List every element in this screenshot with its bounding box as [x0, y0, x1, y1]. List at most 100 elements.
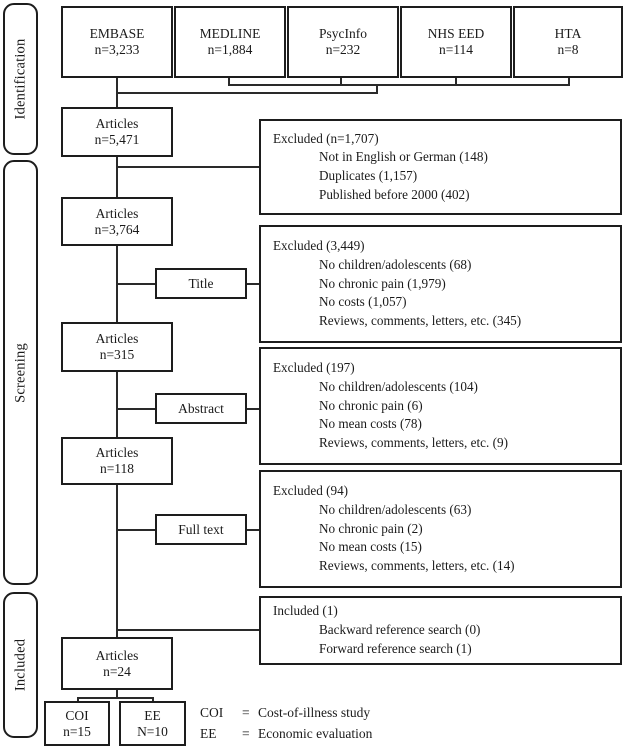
inclusion-head: Included (1): [273, 603, 338, 619]
source-count-hta: n=8: [557, 42, 579, 57]
inclusion-reason-2: Forward reference search (1): [319, 640, 472, 656]
outcome-label-coi: COI: [65, 707, 89, 723]
exclusion-4-reason-1: No children/adolescents (63): [319, 501, 472, 517]
filter-label-abstract: Abstract: [178, 400, 224, 416]
flow-box-articles-315: Articles n=315: [61, 322, 173, 372]
exclusion-4-head: Excluded (94): [273, 483, 349, 499]
connector-hta-drop: [568, 78, 570, 86]
legend-abbr-ee: EE: [200, 725, 217, 741]
flow-count-articles-3764: n=3,764: [94, 221, 140, 237]
exclusion-box-3: Excluded (197) No children/adolescents (…: [259, 347, 622, 465]
exclusion-1-reason-3: Published before 2000 (402): [319, 186, 470, 202]
exclusion-3-reason-3: No mean costs (78): [319, 416, 422, 432]
connector-sources-bar-right-drop: [376, 84, 378, 94]
exclusion-2-head: Excluded (3,449): [273, 238, 365, 254]
exclusion-3-reason-2: No chronic pain (6): [319, 397, 423, 413]
filter-box-abstract: Abstract: [155, 393, 247, 424]
exclusion-3-reason-4: Reviews, comments, letters, etc. (9): [319, 435, 508, 451]
flow-box-articles-3764: Articles n=3,764: [61, 197, 173, 246]
source-count-nhs-eed: n=114: [438, 42, 474, 57]
source-count-embase: n=3,233: [94, 42, 140, 57]
inclusion-box: Included (1) Backward reference search (…: [259, 596, 622, 665]
legend-equals-ee: =: [242, 725, 250, 741]
source-name-embase: EMBASE: [89, 26, 145, 42]
source-name-nhs-eed: NHS EED: [427, 26, 485, 42]
connector-psycinfo-drop: [340, 78, 342, 86]
exclusion-2-reason-2: No chronic pain (1,979): [319, 275, 446, 291]
connector-branch-abstract-out: [246, 408, 261, 410]
exclusion-box-4: Excluded (94) No children/adolescents (6…: [259, 470, 622, 588]
outcome-label-ee: EE: [144, 707, 161, 723]
source-count-psycinfo: n=232: [325, 42, 361, 57]
flow-count-articles-315: n=315: [99, 347, 135, 362]
connector-spine-5471-3764: [116, 155, 118, 199]
flow-label-articles-24: Articles: [95, 647, 139, 663]
source-name-hta: HTA: [554, 26, 582, 42]
stage-label-included: Included: [3, 592, 38, 738]
exclusion-1-head: Excluded (n=1,707): [273, 130, 379, 146]
source-box-medline: MEDLINE n=1,884: [174, 6, 286, 78]
exclusion-3-reason-1: No children/adolescents (104): [319, 378, 478, 394]
connector-branch-included: [116, 629, 261, 631]
legend: COI = Cost-of-illness study EE = Economi…: [200, 703, 372, 745]
exclusion-2-reason-1: No children/adolescents (68): [319, 256, 472, 272]
connector-coi-drop: [77, 697, 79, 703]
legend-abbr-coi: COI: [200, 705, 224, 720]
connector-nhseed-drop: [455, 78, 457, 86]
legend-definition-coi: Cost-of-illness study: [258, 705, 371, 720]
filter-label-full-text: Full text: [178, 521, 224, 537]
flow-box-articles-5471: Articles n=5,471: [61, 107, 173, 157]
connector-spine-315-118: [116, 370, 118, 440]
legend-row-coi: COI = Cost-of-illness study: [200, 703, 372, 724]
flow-label-articles-3764: Articles: [95, 205, 139, 221]
connector-coi-ee-bar: [77, 697, 154, 699]
filter-box-full-text: Full text: [155, 514, 247, 545]
flow-count-articles-118: n=118: [99, 461, 135, 476]
connector-branch-title-in: [116, 283, 157, 285]
connector-branch-title-out: [246, 283, 261, 285]
flow-label-articles-118: Articles: [95, 445, 139, 461]
source-count-medline: n=1,884: [207, 42, 253, 57]
flow-count-articles-24: n=24: [103, 663, 131, 679]
connector-spine-118-24: [116, 483, 118, 639]
exclusion-4-reason-4: Reviews, comments, letters, etc. (14): [319, 558, 515, 574]
connector-branch-fulltext-out: [246, 529, 261, 531]
legend-row-ee: EE = Economic evaluation: [200, 724, 372, 745]
stage-label-screening-text: Screening: [12, 342, 28, 403]
connector-medline-drop: [228, 78, 230, 86]
outcome-box-ee: EE N=10: [119, 701, 186, 746]
source-box-embase: EMBASE n=3,233: [61, 6, 173, 78]
filter-label-title: Title: [188, 275, 214, 291]
source-box-nhs-eed: NHS EED n=114: [400, 6, 512, 78]
source-name-psycinfo: PsycInfo: [319, 26, 367, 42]
connector-branch-fulltext-in: [116, 529, 157, 531]
connector-spine-to-5471: [116, 92, 118, 108]
connector-sources-bar-upper: [228, 84, 570, 86]
filter-box-title: Title: [155, 268, 247, 299]
connector-sources-bar-lower: [116, 92, 378, 94]
legend-equals-coi: =: [242, 705, 250, 720]
exclusion-box-1: Excluded (n=1,707) Not in English or Ger…: [259, 119, 622, 215]
outcome-box-coi: COI n=15: [44, 701, 110, 746]
exclusion-4-reason-3: No mean costs (15): [319, 539, 422, 555]
exclusion-2-reason-3: No costs (1,057): [319, 294, 407, 310]
legend-definition-ee: Economic evaluation: [258, 725, 373, 741]
exclusion-1-reason-2: Duplicates (1,157): [319, 168, 418, 183]
connector-branch-abstract-in: [116, 408, 157, 410]
flow-box-articles-118: Articles n=118: [61, 437, 173, 485]
outcome-count-ee: N=10: [137, 723, 168, 739]
stage-label-identification: Identification: [3, 3, 38, 155]
stage-label-screening: Screening: [3, 160, 38, 585]
exclusion-box-2: Excluded (3,449) No children/adolescents…: [259, 225, 622, 343]
connector-ee-drop: [152, 697, 154, 703]
outcome-count-coi: n=15: [63, 723, 91, 739]
exclusion-4-reason-2: No chronic pain (2): [319, 520, 423, 536]
flow-count-articles-5471: n=5,471: [94, 132, 140, 147]
inclusion-reason-1: Backward reference search (0): [319, 622, 481, 638]
exclusion-3-head: Excluded (197): [273, 360, 355, 376]
connector-embase-drop: [116, 78, 118, 94]
source-box-hta: HTA n=8: [513, 6, 623, 78]
connector-branch-excl-1: [116, 166, 261, 168]
flow-box-articles-24: Articles n=24: [61, 637, 173, 690]
